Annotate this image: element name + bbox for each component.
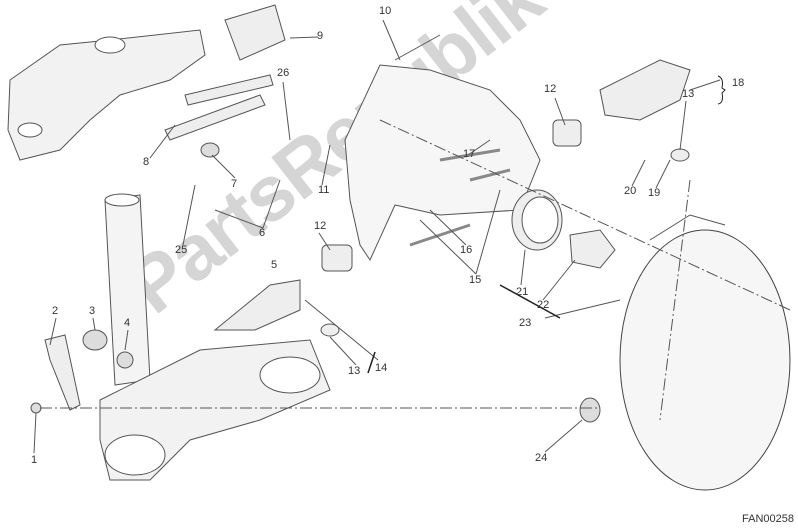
bracket (164, 94, 266, 141)
callout-22: 22 (537, 299, 550, 311)
callout-25: 25 (175, 244, 188, 256)
callout-15: 15 (469, 274, 482, 286)
callout-10: 10 (379, 5, 392, 17)
callout-21: 21 (516, 286, 529, 298)
callout-12: 12 (544, 83, 557, 95)
grommet (200, 142, 220, 158)
callout-20: 20 (624, 185, 637, 197)
callout-24: 24 (535, 452, 548, 464)
callout-1: 1 (31, 454, 38, 466)
headlamp-unit (619, 229, 791, 491)
callout-11: 11 (318, 184, 330, 196)
callout-2: 2 (52, 305, 59, 317)
callout-6: 6 (259, 227, 266, 239)
bracket (44, 334, 81, 411)
diagram-code: FAN00258 (742, 513, 794, 525)
callout-5: 5 (271, 259, 278, 271)
callout-12b: 12 (314, 220, 327, 232)
grommet (579, 397, 601, 423)
callout-7: 7 (231, 178, 238, 190)
turn-signal-right (599, 59, 691, 121)
headlight-bulb (569, 229, 616, 269)
callout-19: 19 (648, 187, 661, 199)
callout-8: 8 (143, 156, 150, 168)
callout-13: 13 (682, 88, 695, 100)
headlight-fairing (344, 64, 541, 262)
callout-17: 17 (463, 148, 476, 160)
turn-signal-left (213, 279, 301, 331)
relay (224, 4, 286, 61)
nut (30, 402, 42, 414)
callout-14: 14 (375, 362, 388, 374)
callout-16: 16 (460, 244, 473, 256)
callout-4: 4 (124, 317, 131, 329)
callout-26: 26 (277, 67, 290, 79)
callout-9: 9 (317, 30, 324, 42)
callout-18: 18 (732, 77, 745, 89)
callout-3: 3 (89, 305, 96, 317)
callout-13b: 13 (348, 365, 361, 377)
callout-23: 23 (519, 317, 532, 329)
socket (552, 119, 582, 147)
